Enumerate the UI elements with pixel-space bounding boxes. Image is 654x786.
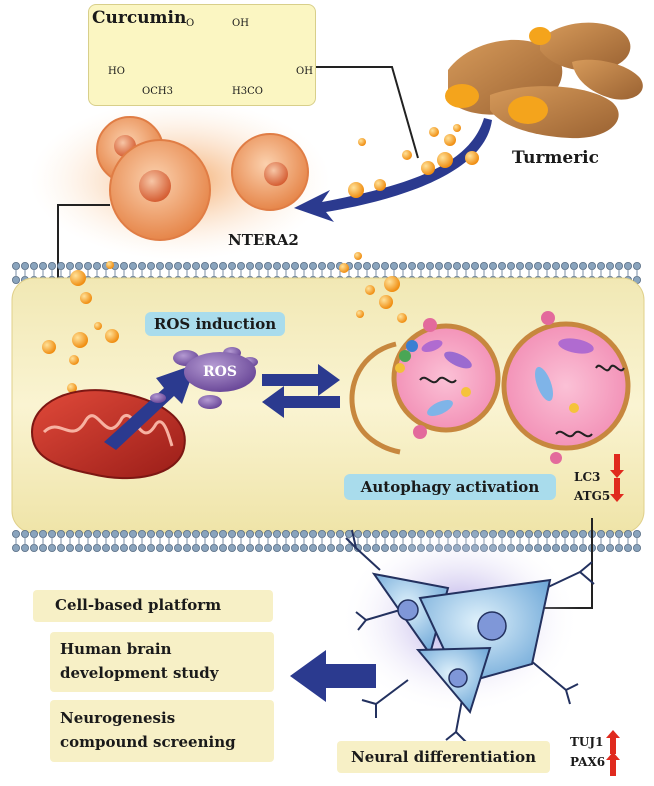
atom-label: HO [108,66,125,77]
phagophore [349,341,401,455]
ros-induction-label: ROS induction [145,312,285,336]
marker-atg5: ATG5 [574,489,611,503]
autophagy-label: Autophagy activation [344,474,556,500]
turmeric-image [445,22,643,139]
ros-cluster [150,347,258,409]
outcome-arrow [290,650,376,702]
application-line: Neurogenesis [60,709,176,727]
marker-pax6: PAX6 [570,755,606,769]
neurons [340,525,595,743]
up-arrow-icons [606,454,624,776]
atom-label: OH [296,66,313,77]
application-panel: Human brain development study [50,632,274,692]
atom-label: H3CO [232,86,263,97]
autophagosome [391,318,501,439]
application-line: Cell-based platform [55,596,222,614]
curcumin-title: Curcumin [92,8,187,28]
ntera2-cells [30,100,330,260]
reverse-arrow [262,386,340,418]
ntera2-label: NTERA2 [228,231,299,249]
curcumin-box [88,4,316,106]
atom-label: OH [232,18,249,29]
neural-differentiation-label: Neural differentiation [337,741,550,773]
mito-to-ros-arrow [104,364,196,450]
curcumin-particles [348,124,479,198]
intracellular-curcumin [42,252,407,393]
turmeric-label: Turmeric [512,148,599,168]
atom-label: O [186,18,195,29]
application-panel: Cell-based platform [33,590,273,622]
marker-lc3: LC3 [574,470,601,484]
application-line: Human brain [60,640,172,658]
autolysosome [501,311,631,464]
forward-arrow [262,364,340,396]
ros-label: ROS [203,364,237,380]
atom-label: OCH3 [142,86,173,97]
application-line: compound screening [60,733,236,751]
marker-tuj1: TUJ1 [570,735,604,749]
application-panel: Neurogenesis compound screening [50,700,274,762]
membrane-bottom [11,530,642,553]
application-line: development study [60,664,219,682]
delivery-arrow [294,118,492,222]
